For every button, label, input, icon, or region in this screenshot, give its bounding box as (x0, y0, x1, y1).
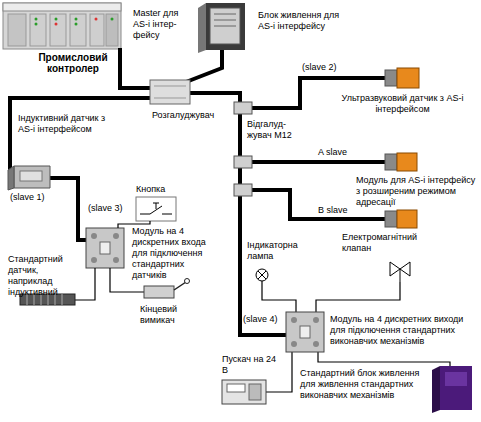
part-label: Модуль для AS-i інтерфейсу з розширеним … (356, 175, 476, 208)
button-symbol (136, 197, 176, 221)
part-label: Ультразвуковий датчик з AS-i інтерфейсом (335, 93, 470, 115)
m12-tap-picture (234, 102, 252, 196)
part-label: Пускач на 24 В (222, 354, 277, 376)
part-label: (slave 4) (243, 314, 285, 325)
controller-picture (3, 3, 121, 49)
output-module-picture (286, 312, 324, 352)
part-label: (slave 3) (88, 203, 133, 214)
part-label: Відгалуд-жувач M12 (247, 119, 297, 141)
ultrasonic-sensor-picture (385, 68, 419, 88)
part-label: Модуль на 4 дискретних виходи для підклю… (330, 314, 468, 347)
part-label: Модуль на 4 дискретних входа для підключ… (132, 226, 220, 281)
valve-symbol (390, 262, 410, 282)
part-label: Стандартний блок живлення для живлення с… (300, 368, 428, 401)
wire (75, 221, 450, 392)
part-label: A slave (318, 147, 363, 158)
input-module-picture (86, 228, 124, 268)
part-label: Кнопка (136, 184, 181, 195)
part-label: Промисловий контролер (27, 52, 119, 74)
part-label: Електромагнітний клапан (342, 232, 437, 254)
part-label: Master для AS-i інтер-фейсу (133, 8, 195, 41)
part-label: B slave (318, 205, 363, 216)
b-slave-sensor-picture (385, 210, 417, 228)
starter-picture (222, 380, 266, 404)
part-label: Індуктивний датчик з AS-i інтерфейсом (18, 113, 110, 135)
splitter-picture (150, 80, 190, 104)
power-supply-picture (198, 3, 245, 53)
part-label: Розгалуджувач (152, 110, 232, 121)
part-label: Кінцевий вимикач (140, 304, 200, 326)
part-label: Стандартний датчик, наприклад індуктивни… (8, 254, 80, 298)
lamp-symbol (256, 269, 268, 281)
inductive-sensor-picture (8, 166, 50, 190)
part-label: (slave 2) (302, 62, 347, 73)
part-label: Індикаторна лампа (247, 240, 317, 262)
a-slave-sensor-picture (385, 153, 417, 171)
part-label: Блок живлення для AS-i інтерфейсу (258, 10, 348, 32)
part-label: (slave 1) (10, 192, 60, 203)
limit-switch-picture (144, 279, 190, 299)
as-i-cable (10, 48, 386, 335)
standard-power-supply-picture (432, 366, 472, 413)
